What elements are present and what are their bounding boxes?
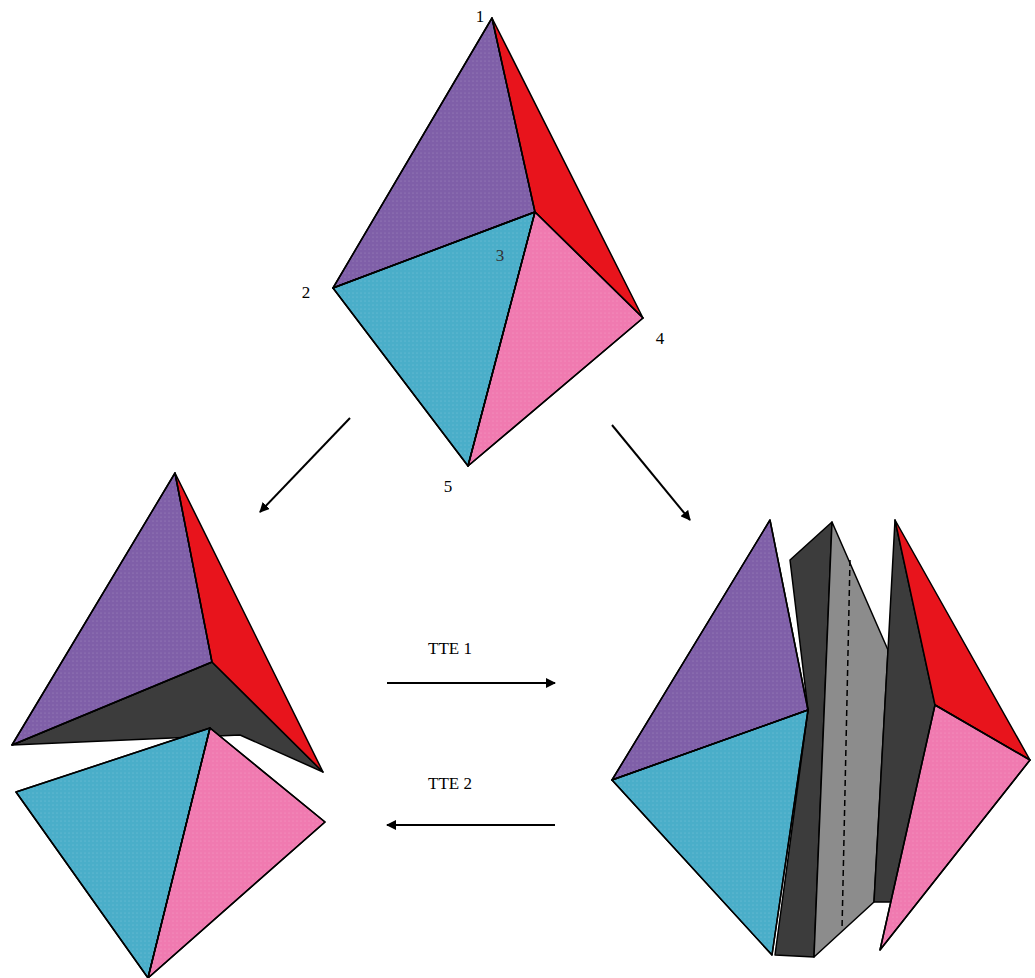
vertex-number-holder: 1 — [476, 8, 485, 25]
arrow-label: TTE 2 — [428, 775, 472, 792]
vertex-number-holder: 2 — [302, 284, 311, 301]
arrow-label: TTE 1 — [428, 640, 472, 657]
vertex-number-holder: 3 — [496, 247, 505, 264]
arrow-label-holder: TTE 2 — [428, 775, 472, 792]
vertex-number-holder: 4 — [656, 330, 665, 347]
sliced-bipyramid — [612, 520, 1030, 957]
vertex-number: 5 — [444, 478, 453, 495]
top-bipyramid — [333, 18, 643, 466]
vertex-number: 3 — [496, 247, 505, 264]
vertex-number: 1 — [476, 8, 485, 25]
vertex-number-holder: 5 — [444, 478, 453, 495]
split-tetrahedra — [12, 473, 325, 978]
vertex-number: 4 — [656, 330, 665, 347]
vertex-number: 2 — [302, 284, 311, 301]
arrow-label-holder: TTE 1 — [428, 640, 472, 657]
